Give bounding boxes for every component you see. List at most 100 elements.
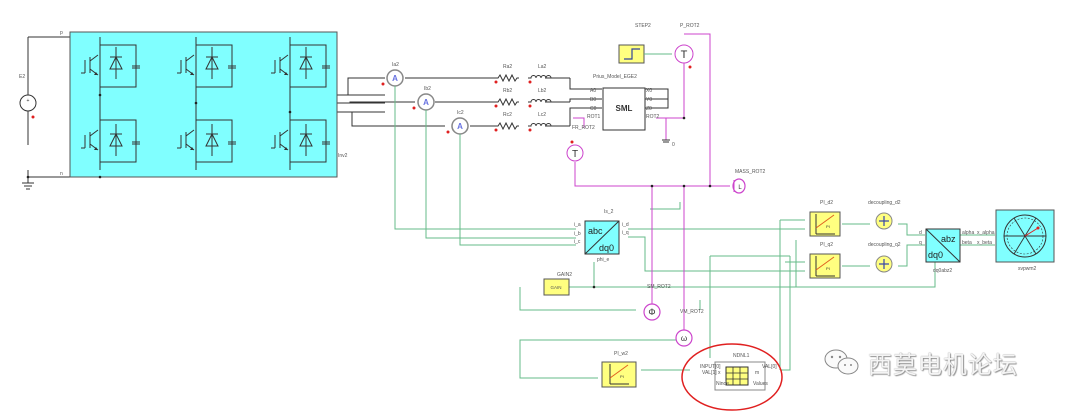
- svg-text:SML: SML: [616, 104, 633, 113]
- svg-text:VAL[1]: VAL[1]: [702, 370, 717, 376]
- svpwm-block[interactable]: svpwm2 x_alpha x_beta: [977, 209, 1055, 272]
- svg-text:alpha: alpha: [962, 230, 974, 236]
- svg-text:A: A: [423, 98, 429, 107]
- torque-source-label: P_ROT2: [680, 23, 700, 29]
- torque-source[interactable]: T P_ROT2: [674, 23, 700, 69]
- resistors: Ra2 Rb2 Rc2: [494, 64, 520, 132]
- speed-sensor-label: VM_ROT2: [680, 309, 704, 315]
- svg-text:0: 0: [672, 142, 675, 148]
- abc-dq0-label: Is_2: [604, 209, 614, 215]
- ground-icon: [662, 139, 670, 143]
- pi-q-label: PI_q2: [820, 242, 833, 248]
- svg-text:VAL[0]: VAL[0]: [762, 364, 777, 370]
- svg-text:Y0: Y0: [646, 97, 652, 103]
- svg-text:d: d: [919, 230, 922, 236]
- mass-label: MASS_ROT2: [735, 169, 766, 175]
- svg-text:PI: PI: [620, 374, 624, 379]
- inverter-block[interactable]: Inv2 p n: [60, 30, 348, 178]
- svg-text:Φ: Φ: [648, 307, 655, 317]
- svg-text:PI: PI: [826, 266, 830, 271]
- sensor-c-label: Ic2: [457, 110, 464, 116]
- dq0-abz-transform[interactable]: abz dq0 dq0abz2 d q alpha beta: [919, 228, 974, 274]
- decoupling-q-summer[interactable]: decoupling_q2: [868, 242, 901, 273]
- junction-dots: [26, 93, 712, 289]
- decoupling-d-summer[interactable]: decoupling_d2: [868, 200, 901, 230]
- svg-text:i_a: i_a: [574, 222, 581, 228]
- svg-text:Lb2: Lb2: [538, 88, 547, 94]
- inverter-label: Inv2: [338, 153, 348, 159]
- watermark: 西莫电机论坛: [822, 345, 1018, 379]
- sml-machine-block[interactable]: SML Prius_Model_EGE2 A0 B0 C0 ROT1 X0 Y0…: [587, 74, 675, 148]
- svg-text:i_b: i_b: [574, 231, 581, 237]
- svg-text:x_beta: x_beta: [977, 240, 992, 246]
- svg-text:abc: abc: [588, 226, 603, 236]
- svg-text:ROT1: ROT1: [587, 114, 601, 120]
- dc-source[interactable]: + E2: [19, 74, 37, 119]
- svg-text:PI: PI: [826, 224, 830, 229]
- abc-dq0-transform[interactable]: abc dq0 Is_2 i_a i_b i_c i_d i_q phi_e: [574, 209, 629, 263]
- svg-text:B0: B0: [590, 97, 596, 103]
- decoupling-q-label: decoupling_q2: [868, 242, 901, 248]
- svg-text:i_d: i_d: [622, 222, 629, 228]
- gain-label: GAIN2: [557, 272, 572, 278]
- decoupling-d-label: decoupling_d2: [868, 200, 901, 206]
- svg-text:+: +: [27, 98, 30, 104]
- svg-text:i_q: i_q: [622, 230, 629, 236]
- gain-block[interactable]: GAIN GAIN2: [543, 272, 572, 296]
- svg-text:L: L: [738, 185, 742, 191]
- svg-text:A: A: [392, 74, 398, 83]
- torque-sensor-label: FR_ROT2: [572, 125, 595, 131]
- speed-sensor[interactable]: ω VM_ROT2: [675, 309, 704, 347]
- ground-icon: [22, 177, 34, 190]
- angle-sensor-label: SM_ROT2: [647, 284, 671, 290]
- svpwm-label: svpwm2: [1018, 266, 1037, 272]
- torque-sensor[interactable]: T FR_ROT2: [566, 125, 595, 162]
- sensor-a-label: Ia2: [392, 62, 399, 68]
- current-sensor-b[interactable]: A Ib2: [412, 86, 435, 111]
- svg-text:ROT2: ROT2: [646, 114, 660, 120]
- svg-text:dq0: dq0: [928, 250, 943, 260]
- inverter-node-n: n: [60, 171, 63, 177]
- current-sensor-a[interactable]: A Ia2: [381, 62, 404, 87]
- step-label: STEP2: [635, 23, 651, 29]
- svg-text:ω: ω: [681, 334, 687, 343]
- mass-block[interactable]: L MASS_ROT2: [732, 169, 766, 194]
- svg-text:Ninde: Ninde: [716, 381, 729, 387]
- svg-text:m: m: [755, 370, 759, 376]
- svg-text:T: T: [572, 149, 578, 160]
- sml-title: Prius_Model_EGE2: [593, 74, 637, 80]
- pi-q-controller[interactable]: PI PI_q2: [809, 242, 841, 279]
- step-source[interactable]: STEP2: [618, 23, 672, 64]
- svg-text:Rc2: Rc2: [503, 112, 512, 118]
- ndnl-lookup-table[interactable]: NDNL1 INPUT[0] VAL[1] VAL[0] x m Ninde V…: [700, 353, 777, 391]
- svg-text:INPUT[0]: INPUT[0]: [700, 364, 721, 370]
- current-sensor-c[interactable]: A Ic2: [446, 110, 469, 135]
- pi-d-label: PI_d2: [820, 200, 833, 206]
- svg-text:T: T: [681, 49, 688, 61]
- svg-text:i_c: i_c: [574, 239, 581, 245]
- pi-d-controller[interactable]: PI PI_d2: [809, 200, 841, 237]
- svg-text:Rb2: Rb2: [503, 88, 512, 94]
- svg-text:q: q: [919, 240, 922, 246]
- watermark-text: 西莫电机论坛: [868, 350, 1018, 379]
- svg-text:abz: abz: [941, 234, 956, 244]
- svg-text:C0: C0: [590, 106, 597, 112]
- inductors: La2 Lb2 Lc2: [527, 64, 555, 132]
- pi-speed-label: PI_w2: [614, 351, 628, 357]
- wechat-icon: [824, 349, 859, 375]
- svg-text:La2: La2: [538, 64, 547, 70]
- ndnl-label: NDNL1: [733, 353, 750, 359]
- svg-text:x: x: [718, 370, 721, 376]
- sensor-b-label: Ib2: [424, 86, 431, 92]
- svg-text:Values: Values: [753, 381, 768, 387]
- signal-wires: [394, 86, 995, 379]
- angle-sensor[interactable]: Φ SM_ROT2: [643, 284, 671, 321]
- inverter-node-p: p: [60, 30, 63, 36]
- svg-text:Z0: Z0: [646, 106, 652, 112]
- pi-speed-controller[interactable]: PI PI_w2: [601, 351, 637, 388]
- highlight-circle: [681, 343, 783, 411]
- svg-text:X0: X0: [646, 88, 652, 94]
- source-label: E2: [19, 74, 25, 80]
- svg-text:A: A: [457, 122, 463, 131]
